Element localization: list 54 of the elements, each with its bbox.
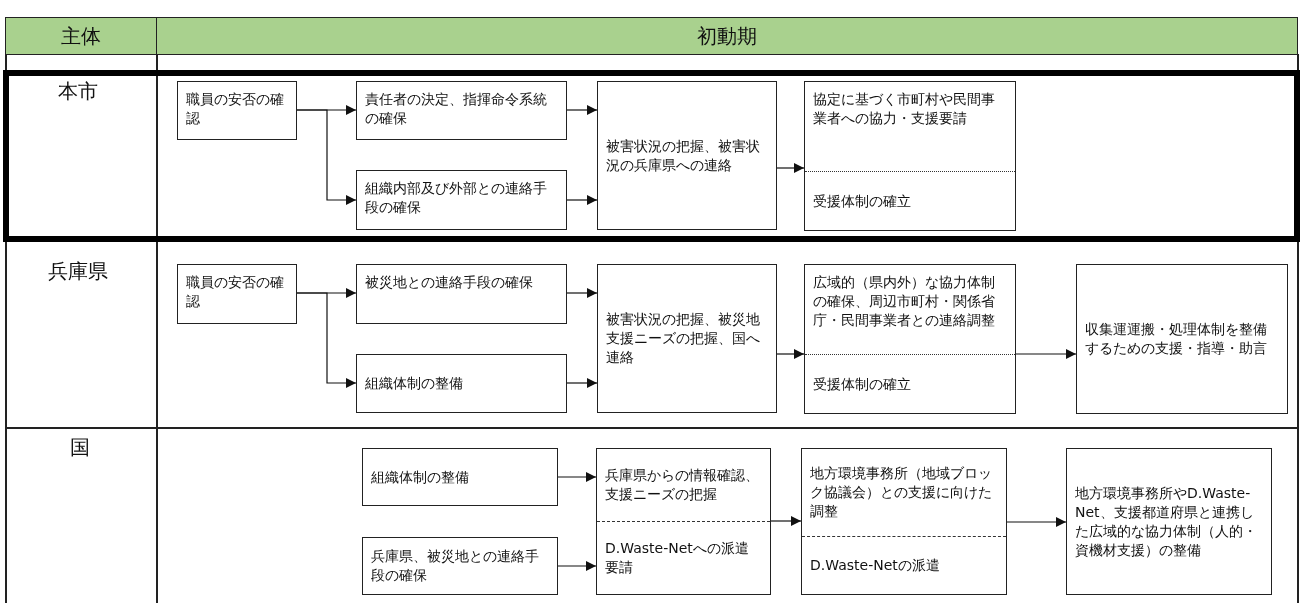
- split-process-box: [804, 264, 1016, 414]
- step-text: 兵庫県からの情報確認、支援ニーズの把握: [605, 466, 760, 504]
- step-text: 被災地との連絡手段の確保: [365, 273, 534, 292]
- step-text: 収集運運搬・処理体制を整備するための支援・指導・助言: [1085, 320, 1268, 358]
- step-text: 広域的（県内外）な協力体制の確保、周辺市町村・関係省庁・民間事業者との連絡調整: [813, 273, 996, 330]
- header-cell: 初動期: [156, 17, 1298, 55]
- step-text: 組織体制の整備: [371, 467, 470, 487]
- row-label: 兵庫県: [48, 258, 108, 285]
- process-box: [177, 81, 297, 140]
- header-cell: 主体: [5, 17, 157, 55]
- process-box: [597, 264, 777, 413]
- process-box: [597, 81, 777, 230]
- arrow: [776, 163, 805, 173]
- split-process-box: [801, 448, 1007, 595]
- arrow: [566, 378, 598, 388]
- step-text: 受援体制の確立: [813, 374, 912, 394]
- arrow: [296, 109, 357, 205]
- arrow: [1006, 517, 1067, 527]
- step-text: 協定に基づく市町村や民間事業者への協力・支援要請: [813, 90, 996, 128]
- step-text: 組織内部及び外部との連絡手段の確保: [365, 179, 548, 217]
- process-box: [356, 354, 567, 413]
- step-text: D.Waste-Netへの派遣要請: [605, 539, 750, 577]
- step-text: 被害状況の把握、被災地支援ニーズの把握、国へ連絡: [606, 310, 761, 367]
- process-box: [177, 264, 297, 324]
- arrow: [566, 195, 598, 205]
- arrow: [566, 288, 598, 298]
- step-text: 兵庫県、被災地との連絡手段の確保: [371, 547, 540, 585]
- step-text: D.Waste-Netの派遣: [810, 556, 941, 575]
- process-box: [362, 448, 558, 506]
- step-text: 職員の安否の確認: [186, 90, 285, 128]
- process-box: [1066, 448, 1272, 595]
- step-text: 被害状況の把握、被害状況の兵庫県への連絡: [606, 136, 761, 175]
- arrow: [557, 472, 597, 482]
- process-box: [356, 81, 567, 140]
- step-text: 責任者の決定、指揮命令系統の確保: [365, 90, 548, 128]
- arrow: [770, 516, 802, 526]
- split-process-box: [596, 448, 771, 595]
- arrow: [1015, 349, 1077, 359]
- row-label: 本市: [58, 78, 98, 105]
- split-process-box: [804, 81, 1016, 231]
- arrow: [296, 292, 357, 388]
- process-box: [362, 537, 558, 595]
- row-label: 国: [70, 434, 90, 461]
- step-text: 地方環境事務所（地域ブロック協議会）との支援に向けた調整: [810, 464, 993, 521]
- arrow: [566, 105, 598, 115]
- step-text: 職員の安否の確認: [186, 273, 285, 311]
- process-box: [356, 264, 567, 324]
- process-box: [356, 170, 567, 230]
- step-text: 地方環境事務所やD.Waste-Net、支援都道府県と連携した広域的な協力体制（人的・資機材支援）の整備: [1075, 483, 1258, 560]
- arrow: [557, 561, 597, 571]
- step-text: 受援体制の確立: [813, 191, 912, 211]
- step-text: 組織体制の整備: [365, 374, 464, 393]
- process-box: [1076, 264, 1288, 414]
- arrow: [776, 349, 805, 359]
